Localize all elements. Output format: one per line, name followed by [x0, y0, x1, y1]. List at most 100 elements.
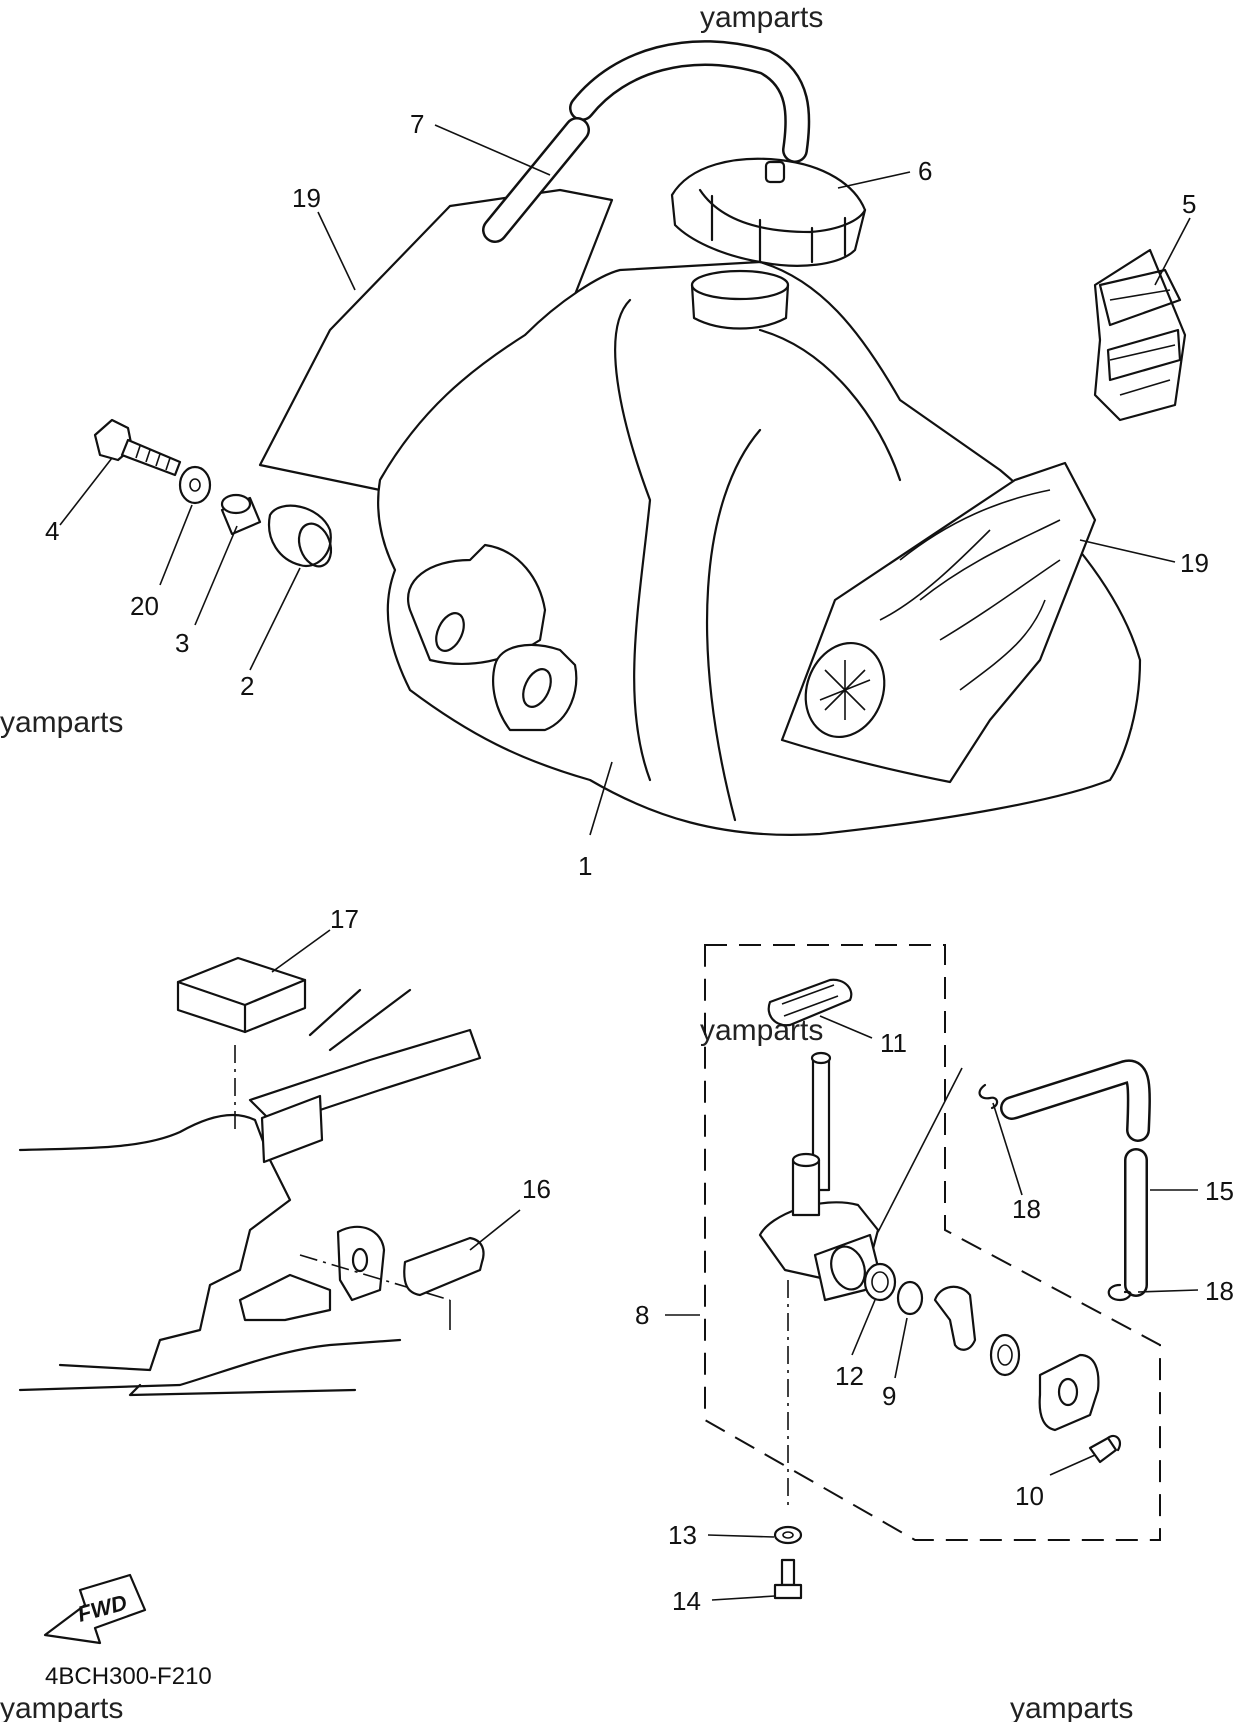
callout-14: 14 — [672, 1586, 701, 1616]
drain-screw-14-head — [773, 1583, 803, 1600]
leader-14 — [711, 1595, 776, 1601]
watermark-bottom-right: yamparts — [1010, 1692, 1133, 1722]
frame-lower — [18, 1338, 402, 1392]
seal-12 — [863, 1262, 897, 1302]
leader-18a — [992, 1102, 1023, 1196]
strap-ribs — [1109, 289, 1176, 396]
emblem-forks — [819, 660, 871, 720]
callout-9: 9 — [882, 1381, 896, 1411]
cap-ribs — [710, 194, 847, 264]
leader-19b — [1079, 539, 1176, 563]
fwd-arrow-shape — [43, 1573, 147, 1645]
valve-outlet-top — [791, 1152, 821, 1168]
washer-hole — [189, 478, 201, 492]
tank-decal — [780, 461, 1097, 784]
lever-plate — [1038, 1353, 1100, 1432]
filler-neck-wall — [690, 283, 790, 330]
washer — [178, 465, 212, 505]
callout-5: 5 — [1182, 189, 1196, 219]
cap-rim — [698, 188, 867, 234]
mount-hardware — [93, 418, 333, 568]
frame-outline — [18, 1113, 292, 1372]
drain-screw-14-shank — [780, 1558, 796, 1587]
mount-hole-upper — [435, 612, 465, 652]
leader-18b — [1137, 1289, 1199, 1293]
cap-vent-nipple — [764, 160, 786, 184]
o-ring-9 — [896, 1280, 924, 1316]
seat-mount-left — [238, 1273, 332, 1322]
leader-10 — [1049, 1454, 1096, 1476]
leader-1 — [589, 761, 613, 836]
gasket-13 — [773, 1525, 803, 1545]
watermark-left: yamparts — [0, 706, 123, 739]
fuel-hose — [978, 1059, 1151, 1302]
rubber-strap — [1093, 248, 1187, 422]
fuel-cock-assy-boundary — [704, 944, 1161, 1541]
collar-end — [220, 493, 252, 515]
callout-19-right: 19 — [1180, 548, 1209, 578]
callout-20: 20 — [130, 591, 159, 621]
leader-12 — [851, 1299, 876, 1356]
leader-9 — [894, 1317, 908, 1379]
leader-16 — [469, 1209, 521, 1251]
callout-15: 15 — [1205, 1176, 1234, 1206]
callout-6: 6 — [918, 156, 932, 186]
hose-upper-fill — [571, 42, 808, 161]
clip-18-upper — [978, 1083, 999, 1110]
hose-15-upper-fill — [1002, 1062, 1149, 1140]
leader-5 — [1154, 217, 1191, 286]
leader-8-body — [877, 1067, 963, 1233]
callout-18-upper: 18 — [1012, 1194, 1041, 1224]
hose-lower-fill — [484, 119, 588, 241]
valve-outlet — [791, 1158, 821, 1217]
seat-mount-hole — [351, 1247, 369, 1273]
valve-bore — [830, 1245, 866, 1291]
leader-3 — [194, 525, 238, 626]
callout-10: 10 — [1015, 1481, 1044, 1511]
callout-11: 11 — [880, 1028, 907, 1058]
leader-4 — [59, 457, 113, 526]
leader-17 — [271, 929, 331, 973]
filler-neck — [690, 269, 790, 301]
callout-3: 3 — [175, 628, 189, 658]
decal-graphics — [879, 489, 1061, 691]
callout-7: 7 — [410, 109, 424, 139]
centerline-16 — [299, 1254, 451, 1301]
callout-17: 17 — [330, 904, 359, 934]
callout-8: 8 — [635, 1300, 649, 1330]
pad-17-edges — [176, 978, 307, 1034]
screw-10-head — [1106, 1434, 1122, 1452]
tuning-fork-emblem — [804, 641, 886, 739]
bolt-shank — [120, 438, 182, 477]
watermark-top: yamparts — [700, 1, 823, 34]
leader-19a — [317, 211, 356, 291]
seal-12-inner — [871, 1271, 889, 1293]
frame-bracket — [260, 1094, 324, 1164]
callout-12: 12 — [835, 1361, 864, 1391]
clip-18-lower — [1107, 1283, 1132, 1302]
decal-panel — [780, 461, 1097, 784]
drawing-code: 4BCH300-F210 — [45, 1663, 212, 1690]
bolt-thread — [135, 445, 171, 471]
frame-view — [18, 956, 485, 1397]
fuel-cap — [670, 157, 867, 267]
mount-hole-lower — [522, 668, 552, 708]
leader-11 — [819, 1015, 873, 1039]
mount-tab-lower — [492, 643, 578, 732]
damper-pad-17 — [176, 956, 307, 1034]
callout-1: 1 — [578, 851, 592, 881]
gasket-11-slot — [781, 984, 839, 1017]
breather-hose — [482, 40, 811, 243]
leader-6 — [837, 171, 911, 189]
lever — [933, 1285, 977, 1351]
damper-pad-16 — [403, 1236, 485, 1297]
leader-13 — [707, 1534, 775, 1538]
callout-4: 4 — [45, 516, 59, 546]
callout-18-lower: 18 — [1205, 1276, 1234, 1306]
mount-tab-upper — [407, 543, 547, 666]
filter-tube-top — [810, 1051, 832, 1065]
callout-16: 16 — [522, 1174, 551, 1204]
strap-hooks — [1098, 268, 1182, 382]
